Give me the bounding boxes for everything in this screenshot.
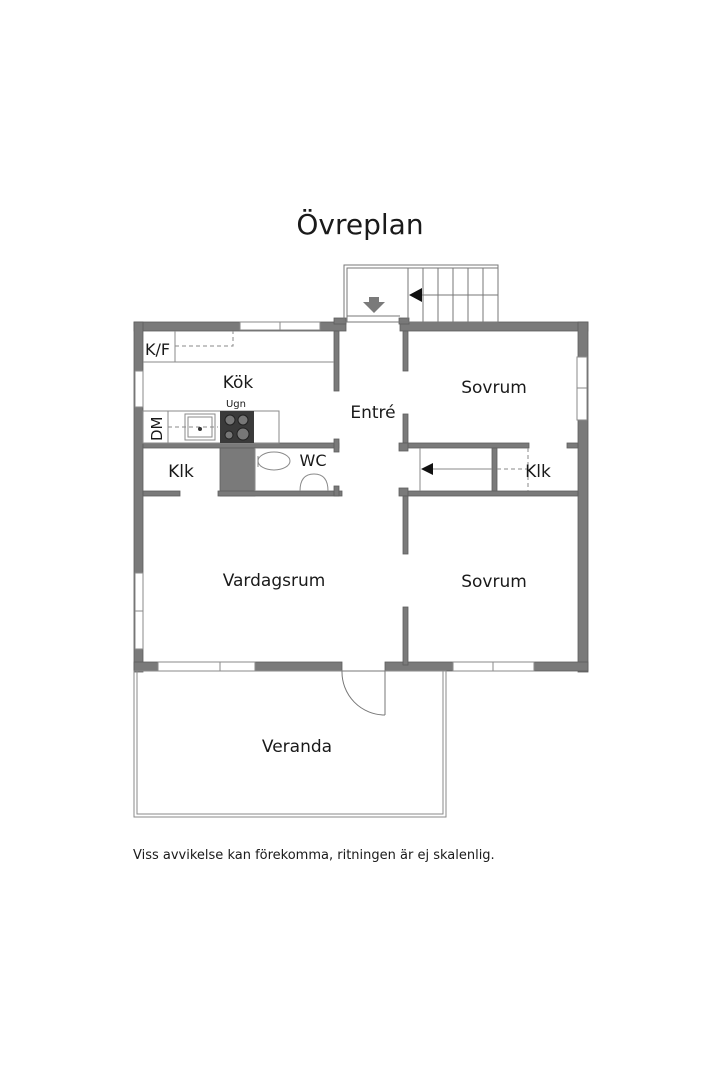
stove <box>220 411 254 443</box>
wall-kitchen-entry <box>333 330 340 392</box>
stair-direction-arrow-icon <box>409 288 422 302</box>
wall-bedroom-upper-left-a <box>402 330 409 372</box>
entry-arrow-stem <box>369 297 379 303</box>
sink-drain <box>198 427 202 431</box>
wall-left <box>133 321 144 673</box>
wall-right <box>577 321 589 673</box>
label-dishwasher: DM <box>148 417 166 442</box>
walls <box>133 317 589 673</box>
wall-entry-stub-right <box>398 317 410 325</box>
wall-bedroom-upper-bottom <box>402 442 530 449</box>
wall-klk-left-bottom <box>142 490 181 497</box>
wall-bedroom-lower-b <box>402 606 409 666</box>
wall-closet-bottom <box>402 490 579 497</box>
kitchen-fixtures <box>142 331 334 444</box>
entry-arrow-down-icon <box>363 302 385 313</box>
wall-bedroom-upper-bottom-cap <box>398 442 409 452</box>
wall-kitchen-bottom <box>142 442 340 449</box>
wall-closet-right-stub <box>566 442 579 449</box>
label-veranda: Veranda <box>262 737 332 757</box>
window-living-bottom <box>157 661 256 672</box>
disclaimer-text: Viss avvikelse kan förekomma, ritningen … <box>133 848 495 863</box>
closet-arrow-icon <box>421 463 433 475</box>
wc-fixtures <box>254 448 329 492</box>
label-closet-left: Klk <box>168 462 194 482</box>
label-bedroom-lower: Sovrum <box>461 572 527 592</box>
wall-wc-bottom <box>217 490 343 497</box>
wall-entry-stub-left <box>333 317 347 325</box>
window-kitchen-left <box>134 370 144 408</box>
wall-wc-bottom-cap <box>333 485 340 497</box>
label-closet-right: Klk <box>525 462 551 482</box>
label-bedroom-upper: Sovrum <box>461 378 527 398</box>
label-kitchen: Kök <box>223 373 254 393</box>
wall-shaft <box>219 447 256 497</box>
wall-bedroom-upper-left-b <box>402 413 409 445</box>
stove-burners <box>224 414 250 441</box>
wall-kitchen-bottom-cap <box>333 438 340 453</box>
label-entrance: Entré <box>350 403 395 423</box>
label-wc: WC <box>300 451 327 470</box>
wall-top-right <box>399 321 589 332</box>
veranda-outline <box>133 670 447 818</box>
label-fridge-freezer: K/F <box>145 340 170 359</box>
wall-closet-bottom-cap <box>398 487 409 497</box>
label-oven: Ugn <box>226 399 246 410</box>
wall-bedroom-lower-a <box>402 495 409 555</box>
closet-right-details <box>419 448 529 491</box>
staircase <box>343 264 499 323</box>
entry-door <box>341 670 386 716</box>
label-living-room: Vardagsrum <box>223 571 326 591</box>
windows <box>134 321 588 672</box>
plan-title: Övreplan <box>296 208 424 241</box>
wall-closet-divider <box>491 447 498 494</box>
